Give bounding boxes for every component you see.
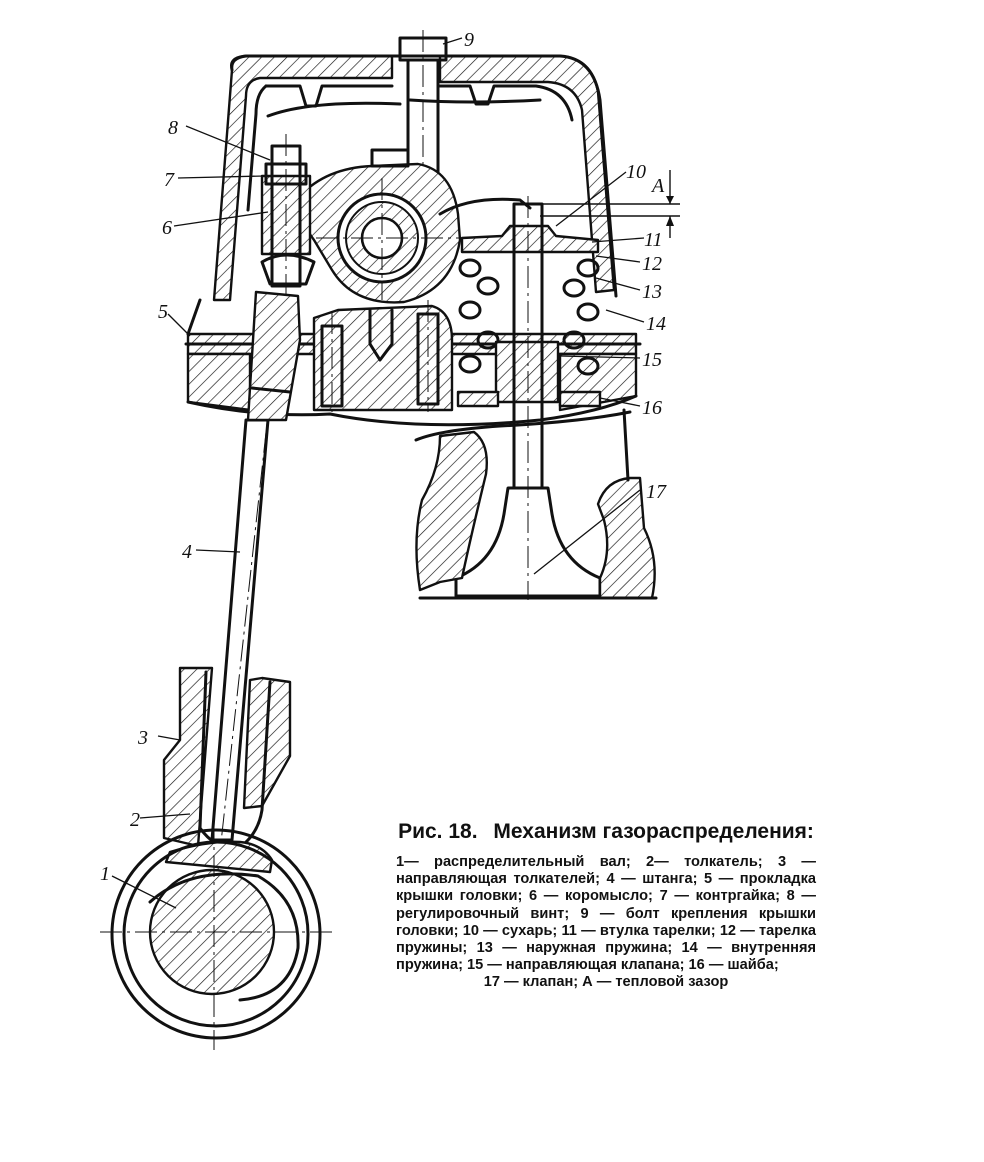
rocker-bracket xyxy=(312,300,454,412)
valve-assembly xyxy=(454,196,602,600)
leader-lines xyxy=(111,37,645,909)
callout-3: 3 xyxy=(137,727,148,749)
callout-4: 4 xyxy=(182,541,192,563)
clearance-marker xyxy=(520,170,680,238)
caption-title: Рис. 18. Механизм газораспределения: xyxy=(396,820,816,844)
caption-text: Механизм газораспределения: xyxy=(493,820,814,843)
adjusting-screw xyxy=(260,134,316,300)
callout-6: 6 xyxy=(162,217,172,239)
caption-prefix: Рис. xyxy=(398,820,443,843)
caption-legend: 1— распределительный вал; 2— толкатель; … xyxy=(396,854,816,992)
callout-1: 1 xyxy=(100,863,110,885)
callout-17: 17 xyxy=(646,481,667,503)
cylinder-head xyxy=(414,408,658,600)
callout-16: 16 xyxy=(642,397,662,419)
callout-14: 14 xyxy=(646,313,666,335)
callout-10: 10 xyxy=(626,161,646,183)
callout-A: А xyxy=(650,175,665,197)
legend-last-line: 17 — клапан; А — тепловой зазор xyxy=(483,974,729,991)
callout-11: 11 xyxy=(644,229,663,251)
callout-15: 15 xyxy=(642,349,662,371)
callout-7: 7 xyxy=(164,169,175,191)
pushrod xyxy=(210,290,302,871)
caption-number: 18. xyxy=(448,820,478,843)
rocker-arm xyxy=(264,148,532,304)
callout-2: 2 xyxy=(130,809,140,831)
callout-12: 12 xyxy=(642,253,662,275)
callout-13: 13 xyxy=(642,281,662,303)
legend-body: 1— распределительный вал; 2— толкатель; … xyxy=(396,854,816,974)
callout-9: 9 xyxy=(464,29,474,51)
tappet-guide xyxy=(162,666,292,874)
camshaft xyxy=(100,820,336,1050)
callout-labels: 9 8 7 6 5 4 3 2 1 10 А 11 12 13 14 15 16… xyxy=(100,29,667,885)
figure-caption: Рис. 18. Механизм газораспределения: 1— … xyxy=(396,820,816,992)
callout-5: 5 xyxy=(158,301,168,323)
callout-8: 8 xyxy=(168,117,178,139)
springs xyxy=(458,258,600,376)
